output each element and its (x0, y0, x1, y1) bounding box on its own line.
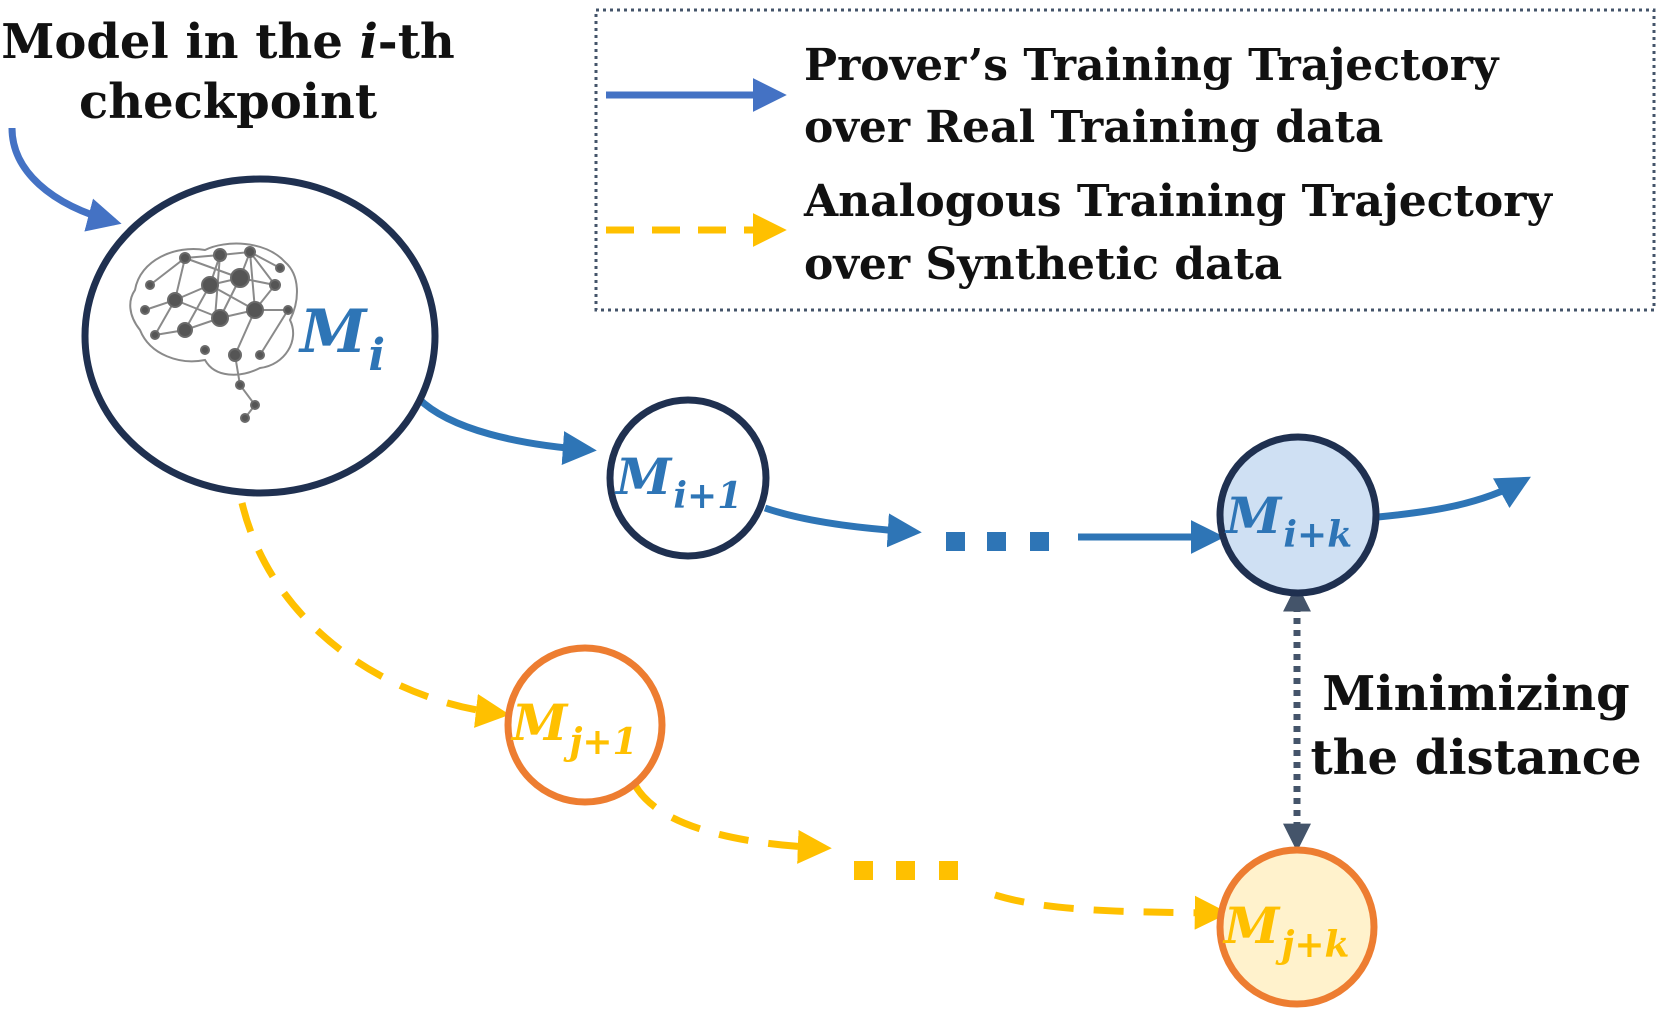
node-m-j-plus-k-sub: j+k (1275, 924, 1349, 966)
arrow-mi-to-mj1 (238, 502, 510, 728)
node-m-j-plus-k-circle (1216, 846, 1378, 1008)
distance-label-line1: Minimizing (1322, 666, 1629, 722)
arrow-mj1-to-ellipsis (631, 783, 832, 864)
legend-real-line2: over Real Training data (804, 102, 1383, 153)
legend: Prover’s Training Trajectory over Real T… (594, 8, 1656, 312)
annotation-italic: i (360, 14, 378, 70)
node-m-j-plus-1: Mj+1 (504, 644, 666, 806)
node-m-i-plus-k-label: Mi+k (1224, 486, 1352, 556)
arrow-mi-to-mi1 (415, 395, 597, 466)
node-m-j-plus-1-label: Mj+1 (510, 693, 638, 763)
node-m-i: Mi (81, 175, 439, 497)
node-m-i-plus-1: Mi+1 (606, 396, 770, 560)
legend-synthetic-line2: over Synthetic data (804, 239, 1282, 290)
node-m-j-plus-k: Mj+k (1216, 846, 1378, 1008)
checkpoint-annotation: Model in the i-th (1, 14, 455, 70)
annotation-arrow (8, 127, 122, 232)
node-m-i-plus-k-sub: i+k (1283, 514, 1352, 556)
node-m-i-plus-1-sub: i+1 (673, 475, 742, 517)
node-m-i-sub: i (368, 330, 385, 381)
node-m-i-plus-k-circle (1216, 433, 1380, 597)
arrow-mik-outgoing (1377, 476, 1531, 521)
node-m-i-plus-k: Mi+k (1216, 433, 1380, 597)
blue-ellipsis-dots (946, 532, 1049, 551)
legend-synthetic-line1: Analogous Training Trajectory (803, 176, 1553, 227)
yellow-ellipsis-dots (854, 861, 958, 880)
annotation-suffix: -th (378, 14, 455, 70)
brain-network-icon (129, 242, 298, 423)
node-m-i-plus-1-main: M (614, 447, 673, 506)
node-m-j-plus-1-circle (504, 644, 666, 806)
node-m-i-plus-1-circle (606, 396, 770, 560)
checkpoint-annotation-line2: checkpoint (79, 74, 377, 130)
arrow-ellipsis-to-mjk (993, 891, 1229, 930)
node-m-i-plus-k-main: M (1224, 486, 1283, 545)
annotation-prefix: Model in the (1, 14, 359, 70)
node-m-i-label: Mi (298, 297, 385, 381)
node-m-j-plus-k-main: M (1222, 896, 1281, 955)
node-m-j-plus-1-sub: j+1 (563, 721, 637, 763)
arrow-mi1-to-ellipsis (763, 504, 922, 548)
node-m-j-plus-k-label: Mj+k (1222, 896, 1350, 966)
node-m-i-plus-1-label: Mi+1 (614, 447, 742, 517)
legend-real-line1: Prover’s Training Trajectory (804, 40, 1500, 91)
node-m-i-main: M (298, 297, 368, 367)
distance-label-line2: the distance (1310, 730, 1641, 786)
node-m-i-circle (81, 175, 439, 497)
node-m-j-plus-1-main: M (510, 693, 569, 752)
